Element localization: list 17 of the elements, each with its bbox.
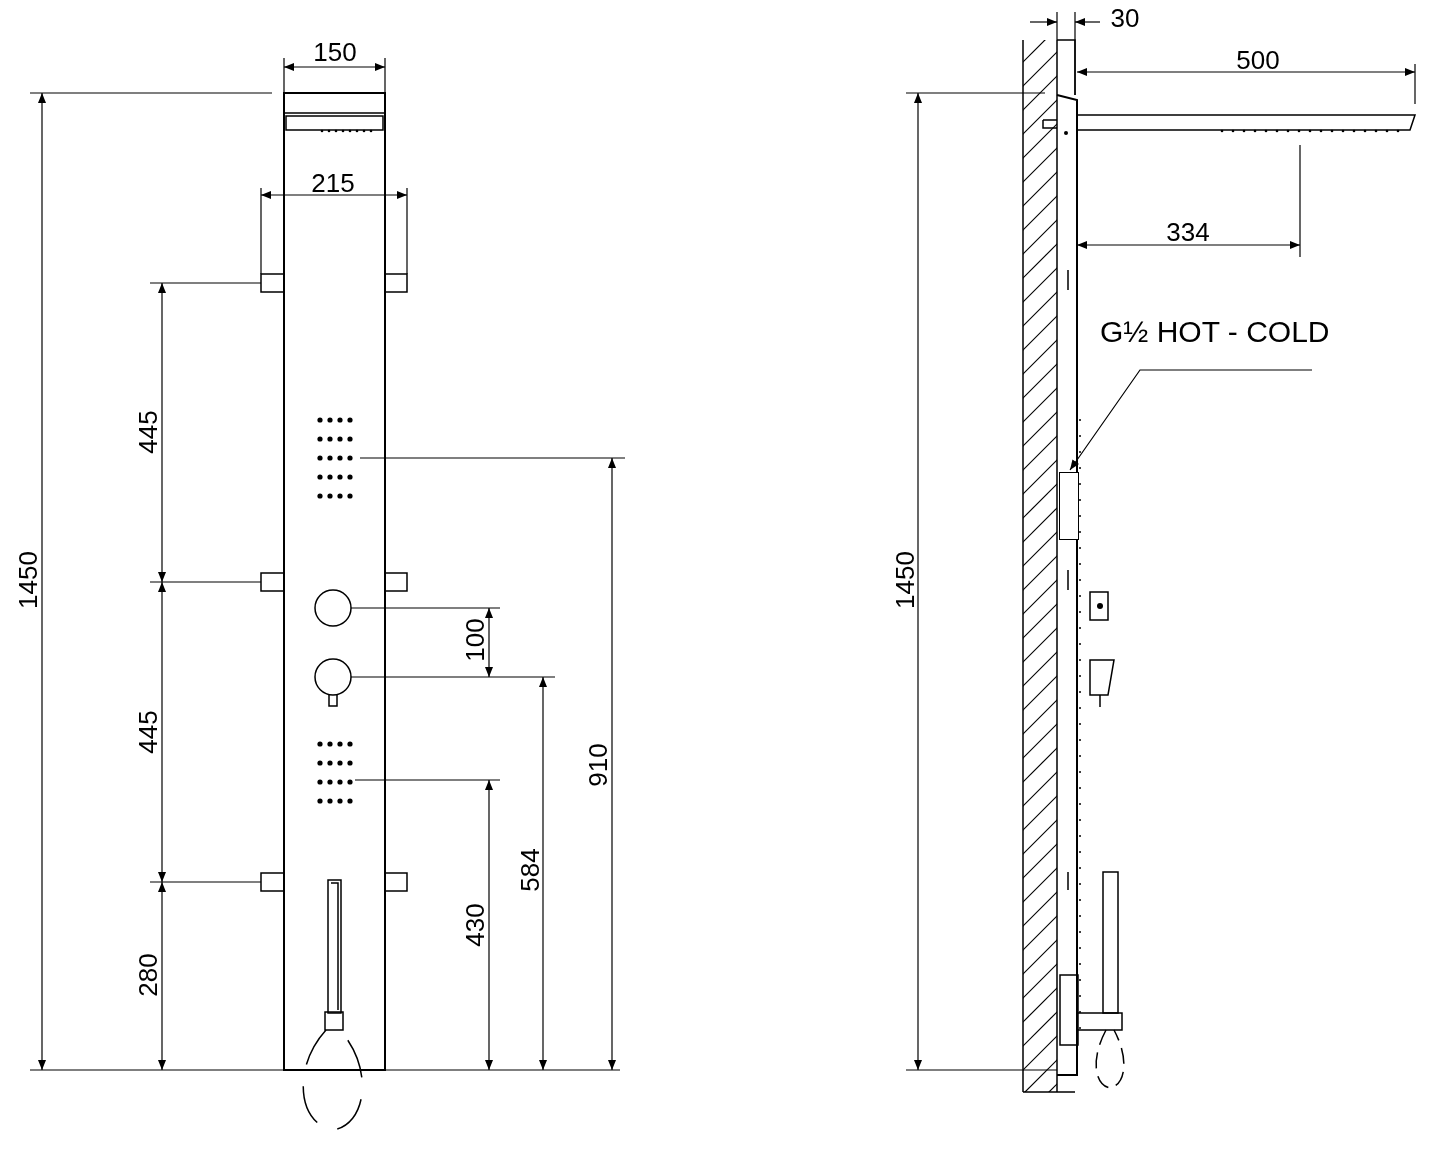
dimension-label: 100: [462, 618, 488, 662]
dimension-label: 1450: [15, 551, 41, 609]
callout-label: G½ HOT - COLD: [1100, 314, 1362, 370]
dimension-label: 30: [1110, 5, 1140, 31]
dimension-label: 280: [135, 953, 161, 997]
dimension-label: 150: [313, 39, 357, 65]
dimension-label: 445: [135, 410, 161, 454]
inlet-block: [1059, 472, 1079, 540]
dimension-label: 500: [1236, 47, 1280, 73]
dimension-label: 334: [1166, 219, 1210, 245]
dimension-label: 445: [135, 710, 161, 754]
leader-line: [1069, 369, 1313, 471]
dimension-label: 1450: [892, 551, 918, 609]
dimension-label: 215: [311, 170, 355, 196]
dimension-label: 584: [517, 848, 543, 892]
dimension-label: 430: [462, 903, 488, 947]
dimension-label: 910: [585, 743, 611, 787]
